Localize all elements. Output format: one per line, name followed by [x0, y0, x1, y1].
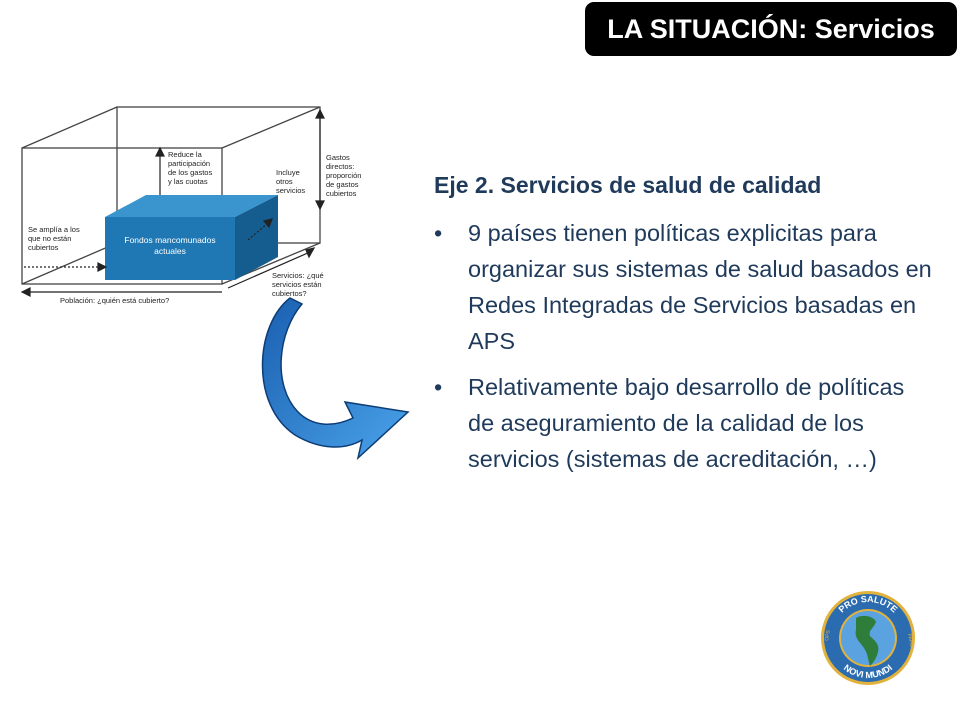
logo-left-text: OPS: [824, 629, 832, 641]
services-label: Servicios: ¿qué servicios están cubierto…: [272, 271, 326, 298]
americas-map: [855, 615, 879, 666]
list-item: • 9 países tienen políticas explicitas p…: [434, 215, 934, 359]
pooled-funds-box-front: [105, 217, 235, 280]
slide-title: LA SITUACIÓN: Servicios: [585, 2, 957, 56]
pooled-funds-box-top: [105, 195, 278, 217]
reduce-label: Reduce la participación de los gastos y …: [168, 150, 214, 186]
coverage-cube-diagram: Fondos mancomunados actuales Reduce la p…: [20, 106, 364, 305]
bullet-icon: •: [434, 374, 443, 400]
main-content: Eje 2. Servicios de salud de calidad • 9…: [434, 172, 934, 487]
bullet-text: 9 países tienen políticas explicitas par…: [468, 220, 932, 354]
curved-arrow: [261, 297, 410, 461]
pro-salute-novi-mundi-logo: PRO SALUTE NOVI MUNDI OPS PAHO: [821, 591, 915, 685]
population-label: Población: ¿quién está cubierto?: [60, 296, 169, 305]
extend-label: Se amplía a los que no están cubiertos: [28, 225, 82, 252]
pooled-funds-box-side: [235, 195, 278, 280]
include-label: Incluye otros servicios: [276, 168, 305, 195]
bullet-text: Relativamente bajo desarrollo de polític…: [468, 374, 905, 472]
list-item: • Relativamente bajo desarrollo de polít…: [434, 369, 934, 477]
logo-right-text: PAHO: [906, 633, 914, 648]
direct-costs-label: Gastos directos: proporción de gastos cu…: [326, 153, 364, 198]
box-label-line: Fondos mancomunados: [124, 235, 215, 245]
bullet-icon: •: [434, 220, 443, 246]
section-heading: Eje 2. Servicios de salud de calidad: [434, 172, 822, 198]
box-label-line: actuales: [154, 246, 186, 256]
